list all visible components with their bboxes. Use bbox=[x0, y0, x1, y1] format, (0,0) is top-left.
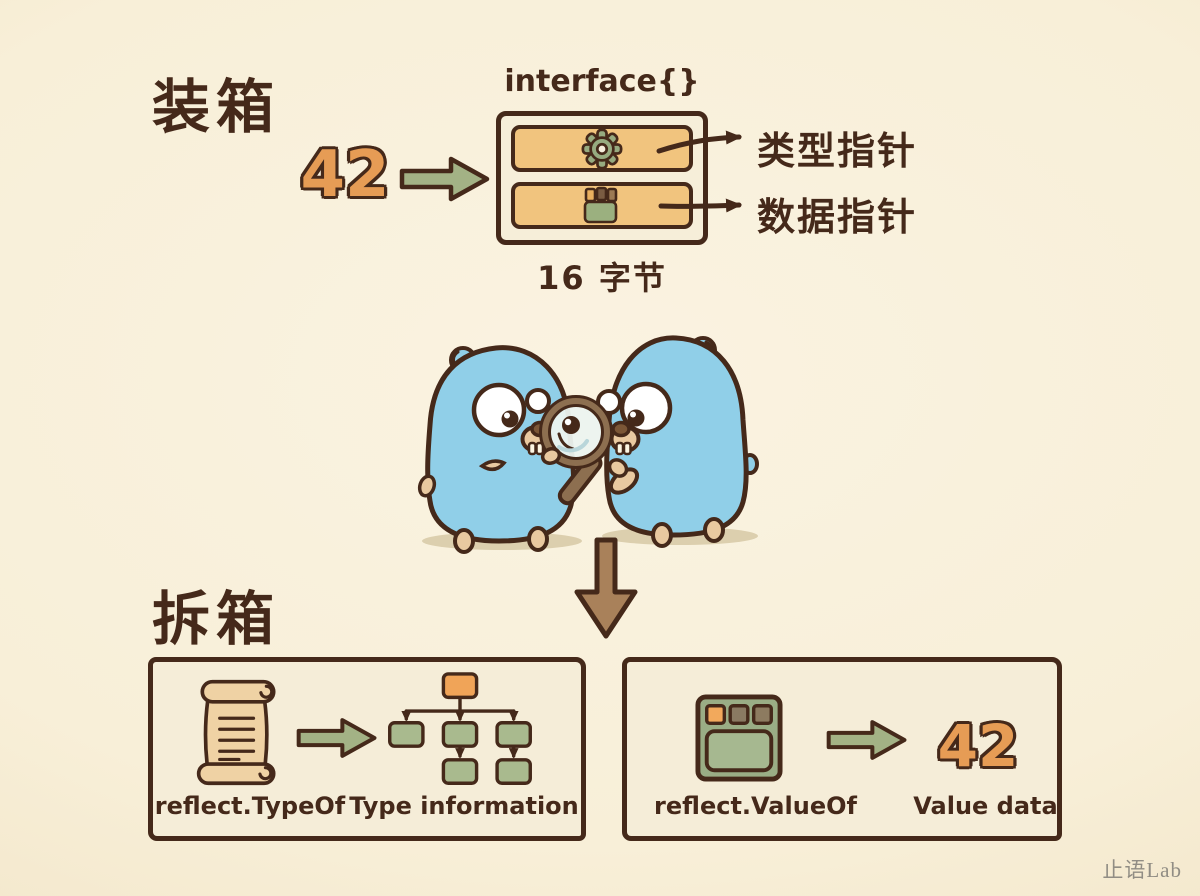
scroll-icon bbox=[196, 679, 276, 786]
typeof-result-label: Type information bbox=[349, 792, 579, 820]
valueof-result-label: Value data bbox=[913, 792, 1058, 820]
gopher-right bbox=[596, 335, 759, 548]
valueof-arrow-icon bbox=[826, 720, 907, 760]
type-pointer-arrow-icon bbox=[656, 130, 742, 154]
typeof-arrow-icon bbox=[296, 718, 377, 758]
value-box-icon bbox=[695, 694, 783, 782]
gophers-illustration bbox=[417, 335, 759, 554]
magnifier-icon bbox=[539, 395, 629, 506]
gear-icon bbox=[581, 128, 623, 169]
boxing-heading: 装箱 bbox=[152, 73, 281, 141]
type-pointer-label: 类型指针 bbox=[757, 129, 918, 173]
boxed-value: 42 bbox=[300, 138, 390, 212]
pointer-connectors bbox=[656, 130, 742, 213]
watermark: 止语Lab bbox=[1102, 858, 1182, 882]
type-tree-icon bbox=[388, 672, 532, 785]
interface-title: interface{} bbox=[504, 64, 700, 99]
data-pointer-label: 数据指针 bbox=[757, 195, 918, 239]
down-arrow-icon bbox=[574, 537, 638, 639]
type-slot bbox=[511, 125, 693, 172]
interface-box bbox=[496, 111, 708, 245]
byte-size-label: 16 字节 bbox=[537, 259, 667, 297]
boxing-arrow-icon bbox=[399, 156, 490, 202]
valueof-function-label: reflect.ValueOf bbox=[654, 792, 857, 820]
typeof-function-label: reflect.TypeOf bbox=[154, 792, 346, 820]
data-pointer-arrow-icon bbox=[658, 198, 742, 213]
gopher-left bbox=[417, 345, 577, 554]
valueof-panel bbox=[622, 657, 1062, 841]
unboxing-heading: 拆箱 bbox=[152, 585, 281, 653]
unboxed-value: 42 bbox=[937, 712, 1019, 780]
package-icon bbox=[583, 186, 618, 223]
